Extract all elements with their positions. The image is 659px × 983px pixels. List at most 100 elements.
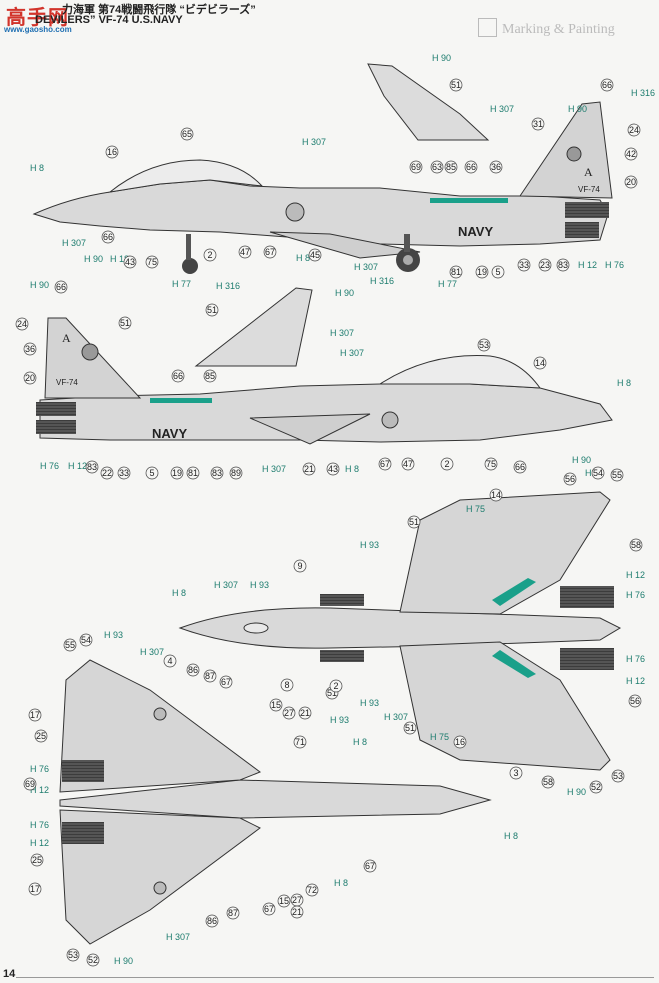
part-number-label: 55 xyxy=(65,640,75,650)
part-number-circle xyxy=(491,265,505,279)
part-number-marker: 53 xyxy=(611,769,625,783)
part-number-circle xyxy=(484,457,498,471)
part-number-marker: 58 xyxy=(541,775,555,789)
color-code-label: H 90 xyxy=(335,288,354,298)
part-number-label: 4 xyxy=(167,656,172,666)
part-number-marker: 71 xyxy=(293,735,307,749)
color-code-label: H 76 xyxy=(626,654,645,664)
part-number-marker: 67 xyxy=(363,859,377,873)
color-code-label: H 316 xyxy=(631,88,655,98)
part-number-circle xyxy=(298,706,312,720)
part-number-marker: 66 xyxy=(54,280,68,294)
part-number-label: 87 xyxy=(205,671,215,681)
part-number-label: 67 xyxy=(265,247,275,257)
part-number-circle xyxy=(293,735,307,749)
part-number-marker: 27 xyxy=(290,893,304,907)
part-number-circle xyxy=(229,466,243,480)
navy-lettering-bottom: NAVY xyxy=(152,426,187,441)
color-code-label: H 93 xyxy=(360,698,379,708)
part-number-label: 19 xyxy=(477,267,487,277)
part-number-marker: 52 xyxy=(86,953,100,967)
part-number-marker: 9 xyxy=(293,559,307,573)
color-code-label: H 8 xyxy=(296,253,310,263)
part-number-circle xyxy=(171,369,185,383)
part-number-circle xyxy=(15,317,29,331)
part-number-circle xyxy=(440,457,454,471)
side-view-right xyxy=(36,287,613,445)
part-number-label: 45 xyxy=(310,250,320,260)
part-number-label: 42 xyxy=(626,149,636,159)
part-number-circle xyxy=(123,255,137,269)
part-number-label: 69 xyxy=(411,162,421,172)
part-number-label: 27 xyxy=(284,708,294,718)
part-number-marker: 54 xyxy=(79,633,93,647)
tail-letter-top: A xyxy=(584,165,593,179)
part-number-circle xyxy=(589,780,603,794)
part-number-label: 75 xyxy=(147,257,157,267)
part-number-marker: 58 xyxy=(629,538,643,552)
part-number-label: 47 xyxy=(240,247,250,257)
color-code-label: H 77 xyxy=(172,279,191,289)
part-number-marker: 67 xyxy=(263,245,277,259)
color-code-label: H 90 xyxy=(84,254,103,264)
part-number-circle xyxy=(517,258,531,272)
part-number-circle xyxy=(105,145,119,159)
part-number-label: 8 xyxy=(284,680,289,690)
part-number-circle xyxy=(205,914,219,928)
part-number-label: 54 xyxy=(81,635,91,645)
part-number-circle xyxy=(531,117,545,131)
part-number-marker: 65 xyxy=(180,127,194,141)
part-number-label: 25 xyxy=(32,855,42,865)
part-number-marker: 75 xyxy=(145,255,159,269)
part-number-label: 24 xyxy=(17,319,27,329)
color-code-label: H 8 xyxy=(334,878,348,888)
part-number-marker: 43 xyxy=(123,255,137,269)
part-number-marker: 72 xyxy=(305,883,319,897)
part-number-label: 54 xyxy=(593,468,603,478)
color-code-label: H 12 xyxy=(30,785,49,795)
part-number-circle xyxy=(489,160,503,174)
part-number-label: 36 xyxy=(491,162,501,172)
part-number-circle xyxy=(302,462,316,476)
part-number-circle xyxy=(293,559,307,573)
color-code-label: H 307 xyxy=(140,647,164,657)
part-number-label: 83 xyxy=(87,462,97,472)
part-number-circle xyxy=(409,160,423,174)
part-number-marker: 47 xyxy=(401,457,415,471)
color-code-label: H 307 xyxy=(340,348,364,358)
part-number-label: 86 xyxy=(207,916,217,926)
part-number-label: 65 xyxy=(182,129,192,139)
part-number-marker: 19 xyxy=(475,265,489,279)
part-number-circle xyxy=(163,654,177,668)
part-number-circle xyxy=(219,675,233,689)
part-number-marker: 14 xyxy=(489,488,503,502)
part-number-label: 14 xyxy=(535,358,545,368)
color-code-label: H 76 xyxy=(30,820,49,830)
part-number-marker: 21 xyxy=(290,905,304,919)
part-number-marker: 5 xyxy=(491,265,505,279)
part-number-marker: 51 xyxy=(449,78,463,92)
part-number-circle xyxy=(475,265,489,279)
color-code-label: H 93 xyxy=(250,580,269,590)
color-code-label: H 77 xyxy=(438,279,457,289)
part-number-label: 66 xyxy=(466,162,476,172)
part-number-circle xyxy=(79,633,93,647)
part-number-label: 85 xyxy=(446,162,456,172)
part-number-marker: 86 xyxy=(186,663,200,677)
part-number-label: 19 xyxy=(172,468,182,478)
part-number-label: 9 xyxy=(297,561,302,571)
part-number-circle xyxy=(263,245,277,259)
part-number-circle xyxy=(23,342,37,356)
part-number-marker: 56 xyxy=(628,694,642,708)
color-code-label: H 90 xyxy=(114,956,133,966)
part-number-circle xyxy=(203,248,217,262)
part-number-marker: 43 xyxy=(326,462,340,476)
part-number-circle xyxy=(290,905,304,919)
part-number-circle xyxy=(66,948,80,962)
part-number-marker: 55 xyxy=(610,468,624,482)
color-code-label: H 307 xyxy=(354,262,378,272)
part-number-label: 81 xyxy=(451,267,461,277)
color-code-label: H 316 xyxy=(216,281,240,291)
color-code-label: H 75 xyxy=(430,732,449,742)
